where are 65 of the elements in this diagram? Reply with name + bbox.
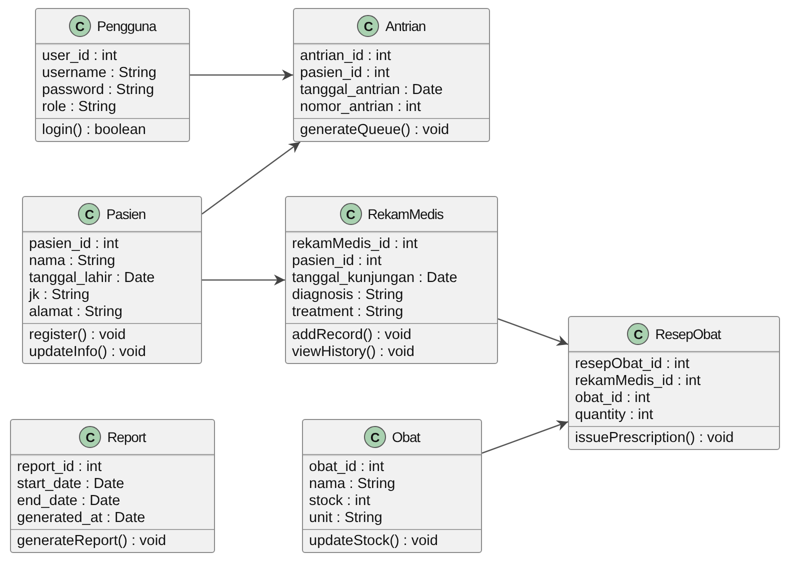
attribute-text: nomor_antrian : int <box>300 99 421 116</box>
class-name: Pengguna <box>96 18 156 34</box>
attribute-text: rekamMedis_id : int <box>292 236 418 253</box>
attribute-text: role : String <box>42 99 116 116</box>
class-name: Antrian <box>385 18 426 34</box>
method-text: viewHistory() : void <box>292 344 414 361</box>
attribute-text: username : String <box>42 65 156 82</box>
attribute-text: treatment : String <box>292 304 404 321</box>
method-text: updateStock() : void <box>309 533 438 550</box>
class-icon: C <box>627 323 650 345</box>
class-box <box>302 419 482 553</box>
attribute-text: rekamMedis_id : int <box>575 373 701 390</box>
class-box <box>22 196 202 364</box>
class-box <box>10 419 215 553</box>
class-name: Obat <box>392 429 420 445</box>
class-icon: C <box>340 203 362 225</box>
attribute-text: pasien_id : int <box>300 65 390 82</box>
class-name: Pasien <box>106 206 146 222</box>
attribute-text: password : String <box>42 82 154 99</box>
attribute-text: report_id : int <box>17 459 102 476</box>
class-icon: C <box>364 426 386 448</box>
method-text: issuePrescription() : void <box>575 430 734 447</box>
arrow <box>202 274 285 286</box>
attribute-text: jk : String <box>29 287 90 304</box>
attribute-text: tanggal_kunjungan : Date <box>292 270 458 287</box>
class-box <box>35 8 190 142</box>
method-text: generateReport() : void <box>17 533 166 550</box>
attribute-text: unit : String <box>309 510 382 527</box>
attribute-text: resepObat_id : int <box>575 356 690 373</box>
attribute-text: end_date : Date <box>17 493 120 510</box>
attribute-text: obat_id : int <box>575 390 650 407</box>
attribute-text: nama : String <box>309 476 396 493</box>
attribute-text: nama : String <box>29 253 116 270</box>
attribute-text: generated_at : Date <box>17 510 146 527</box>
class-icon: C <box>68 15 91 37</box>
method-text: login() : boolean <box>42 122 146 139</box>
arrow <box>190 70 293 80</box>
attribute-text: alamat : String <box>29 304 122 321</box>
attribute-text: antrian_id : int <box>300 48 392 65</box>
method-text: addRecord() : void <box>292 327 412 344</box>
class-icon: C <box>357 15 380 37</box>
attribute-text: tanggal_antrian : Date <box>300 82 443 99</box>
attribute-text: stock : int <box>309 493 370 510</box>
method-text: generateQueue() : void <box>300 122 450 139</box>
arrow <box>482 420 568 454</box>
class-box <box>285 196 498 364</box>
attribute-text: start_date : Date <box>17 476 124 493</box>
method-text: register() : void <box>29 327 126 344</box>
class-icon: C <box>78 203 100 225</box>
attribute-text: quantity : int <box>575 407 654 424</box>
arrow <box>498 318 568 346</box>
class-box <box>568 316 780 450</box>
attribute-text: diagnosis : String <box>292 287 404 304</box>
class-name: ResepObat <box>655 326 721 342</box>
attribute-text: pasien_id : int <box>29 236 118 253</box>
attribute-text: obat_id : int <box>309 459 384 476</box>
arrow <box>202 141 301 215</box>
class-icon: C <box>79 426 102 448</box>
class-box <box>293 8 490 142</box>
method-text: updateInfo() : void <box>29 344 146 361</box>
attribute-text: tanggal_lahir : Date <box>29 270 155 287</box>
class-name: Report <box>107 429 146 445</box>
attribute-text: pasien_id : int <box>292 253 382 270</box>
attribute-text: user_id : int <box>42 48 117 65</box>
class-name: RekamMedis <box>368 206 444 222</box>
